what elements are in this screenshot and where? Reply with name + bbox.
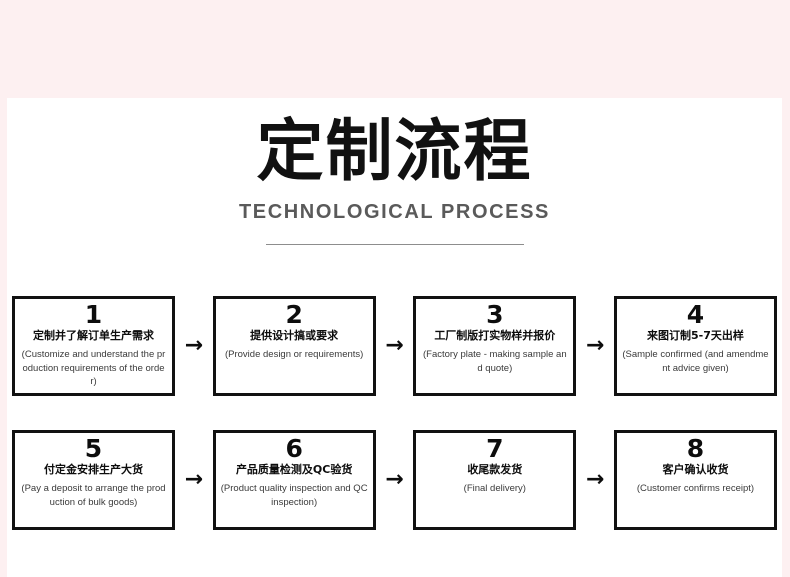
step-title-en: (Factory plate - making sample and quote… — [423, 348, 567, 374]
arrow-right-icon: → — [385, 467, 404, 492]
step-title-cn: 来图订制5-7天出样 — [647, 329, 744, 342]
step-box-1[interactable]: 1 定制并了解订单生产需求 (Customize and understand … — [12, 296, 175, 396]
step-number: 1 — [84, 300, 103, 329]
step-title-cn: 收尾款发货 — [467, 463, 523, 476]
step-box-4[interactable]: 4 来图订制5-7天出样 (Sample confirmed (and amen… — [613, 296, 777, 396]
step-title-cn: 提供设计搞或要求 — [250, 329, 339, 342]
title-divider — [265, 244, 524, 246]
step-box-8[interactable]: 8 客户确认收货 (Customer confirms receipt) — [613, 430, 777, 530]
step-box-7[interactable]: 7 收尾款发货 (Final delivery) — [413, 430, 577, 530]
step-number: 2 — [285, 300, 303, 329]
step-title-cn: 定制并了解订单生产需求 — [33, 329, 154, 342]
step-title-cn: 客户确认收货 — [662, 463, 729, 476]
step-title-en: (Sample confirmed (and amendment advice … — [622, 348, 769, 374]
step-title-en: (Product quality inspection and QC inspe… — [220, 482, 368, 508]
step-number: 3 — [486, 300, 504, 329]
content-panel: 定制流程 TECHNOLOGICAL PROCESS 1 定制并了解订单生产需求… — [7, 98, 782, 577]
step-number: 8 — [686, 434, 705, 463]
step-box-2[interactable]: 2 提供设计搞或要求 (Provide design or requiremen… — [212, 296, 376, 396]
step-title-en: (Customer confirms receipt) — [636, 482, 755, 494]
page-subtitle: TECHNOLOGICAL PROCESS — [238, 201, 551, 224]
step-box-5[interactable]: 5 付定金安排生产大货 (Pay a deposit to arrange th… — [12, 430, 175, 530]
step-title-en: (Provide design or requirements) — [224, 348, 364, 360]
step-box-3[interactable]: 3 工厂制版打实物样并报价 (Factory plate - making sa… — [413, 296, 577, 396]
arrow-right-icon: → — [184, 333, 204, 358]
step-number: 5 — [84, 434, 103, 463]
arrow-right-icon: → — [385, 333, 404, 358]
step-number: 4 — [686, 300, 705, 329]
flow-row-2: 5 付定金安排生产大货 (Pay a deposit to arrange th… — [12, 430, 777, 530]
step-number: 7 — [486, 434, 504, 463]
page-title: 定制流程 — [256, 112, 533, 190]
step-title-cn: 付定金安排生产大货 — [44, 463, 143, 476]
step-title-en: (Pay a deposit to arrange the production… — [21, 482, 166, 508]
step-box-6[interactable]: 6 产品质量检测及QC验货 (Product quality inspectio… — [212, 430, 376, 530]
step-title-en: (Customize and understand the production… — [21, 348, 166, 388]
arrow-right-icon: → — [585, 467, 605, 492]
step-number: 6 — [285, 434, 303, 463]
step-title-en: (Final delivery) — [463, 482, 526, 494]
step-title-cn: 工厂制版打实物样并报价 — [434, 329, 556, 342]
flow-row-1: 1 定制并了解订单生产需求 (Customize and understand … — [12, 296, 777, 396]
step-title-cn: 产品质量检测及QC验货 — [235, 463, 353, 476]
arrow-right-icon: → — [585, 333, 605, 358]
arrow-right-icon: → — [184, 467, 204, 492]
header: 定制流程 TECHNOLOGICAL PROCESS — [7, 98, 782, 246]
